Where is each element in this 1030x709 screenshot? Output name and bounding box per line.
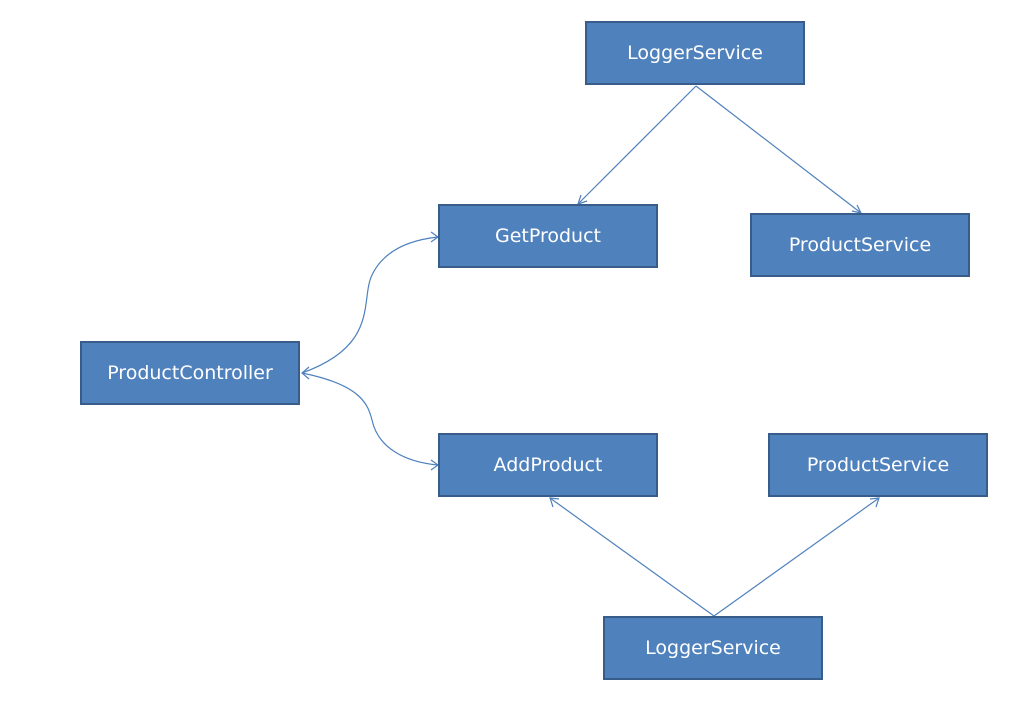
node-product-service-bottom: ProductService [768,433,988,497]
edge-controller-to-getproduct [301,236,439,374]
arrowhead-productservice-bottom [869,497,880,508]
node-label: ProductService [806,454,950,476]
node-label: AddProduct [493,454,603,476]
edge-logger-top-to-productservice-top [695,85,862,214]
edge-logger-bottom-to-productservice-bottom [713,497,880,617]
node-product-service-top: ProductService [750,213,970,277]
edge-logger-bottom-to-addproduct [549,497,715,617]
node-logger-service-top: LoggerService [585,21,805,85]
node-label: ProductController [107,362,273,384]
node-label: GetProduct [494,225,601,247]
edge-logger-top-to-getproduct [577,85,697,205]
node-product-controller: ProductController [80,341,300,405]
node-logger-service-bottom: LoggerService [603,616,823,680]
node-label: LoggerService [627,42,763,64]
arrowhead-addproduct-bottom [549,497,560,508]
arrowhead-controller [301,366,310,380]
node-label: ProductService [788,234,932,256]
node-add-product: AddProduct [438,433,658,497]
node-get-product: GetProduct [438,204,658,268]
edge-controller-to-addproduct [301,372,439,466]
node-label: LoggerService [645,637,781,659]
